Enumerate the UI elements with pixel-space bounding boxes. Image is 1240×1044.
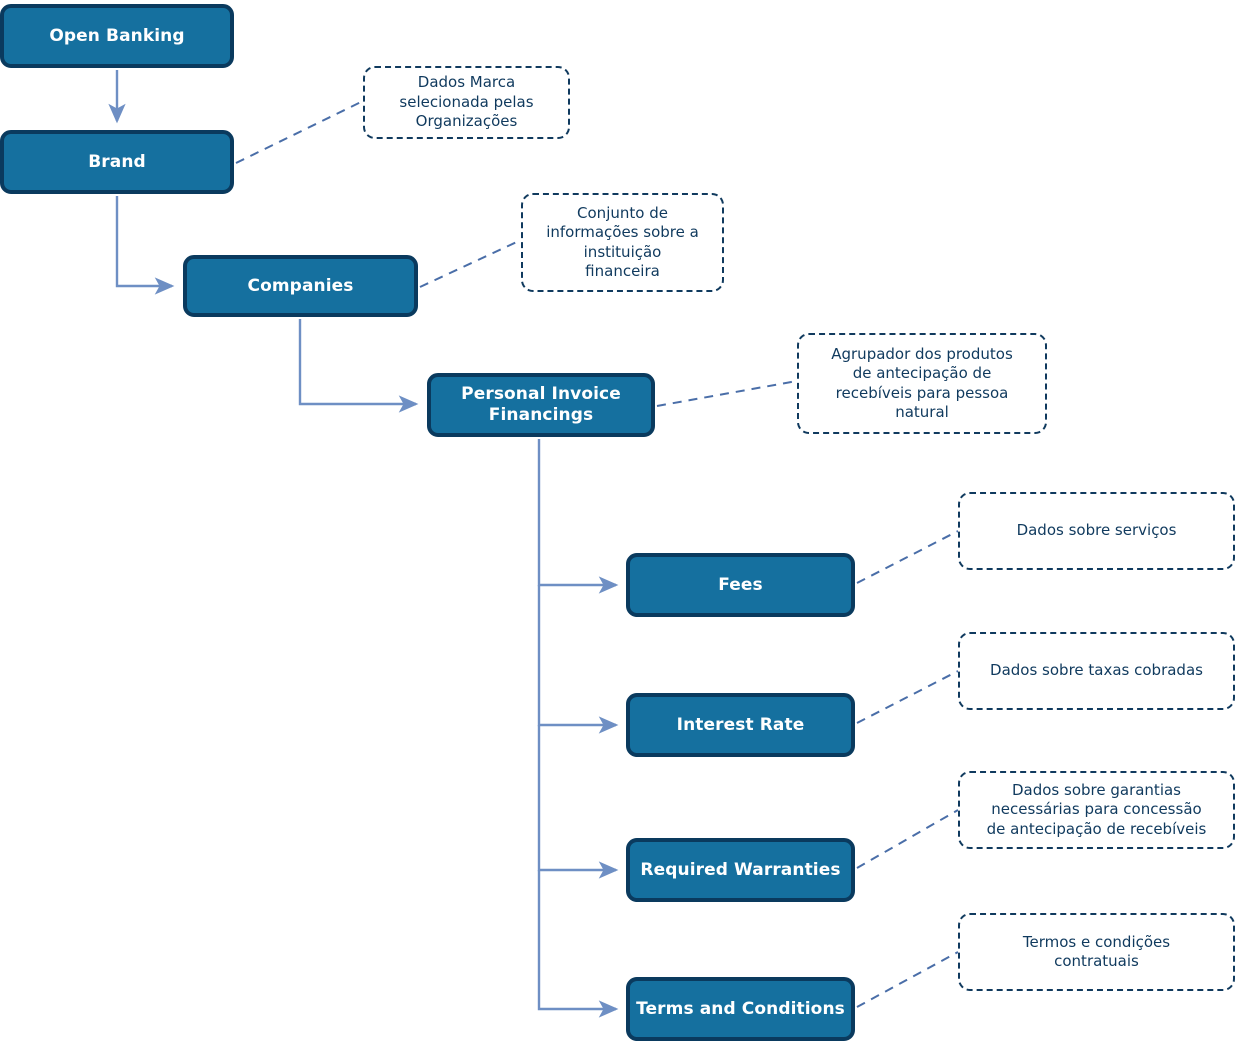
node-required-warranties[interactable]: Required Warranties [626,838,855,902]
edge-interest-rate-callout [856,670,959,724]
node-brand[interactable]: Brand [0,130,234,194]
edge-companies-callout [419,239,522,288]
callout-required-warranties: Dados sobre garantias necessárias para c… [958,771,1235,849]
callout-interest-rate-label: Dados sobre taxas cobradas [990,661,1203,680]
node-personal-invoice-financings[interactable]: Personal Invoice Financings [427,373,655,437]
callout-terms-and-conditions: Termos e condições contratuais [958,913,1235,991]
callout-personal-invoice-financings: Agrupador dos produtos de antecipação de… [797,333,1047,434]
callout-personal-invoice-financings-label: Agrupador dos produtos de antecipação de… [831,344,1013,422]
edge-terms-and-conditions-callout [856,951,959,1008]
edge-brand-callout [235,100,364,164]
node-open-banking-label: Open Banking [49,25,185,46]
node-interest-rate[interactable]: Interest Rate [626,693,855,757]
callout-companies-label: Conjunto de informações sobre a institui… [546,203,699,281]
node-interest-rate-label: Interest Rate [676,714,805,735]
callout-fees: Dados sobre serviços [958,492,1235,570]
callout-terms-and-conditions-label: Termos e condições contratuais [1022,932,1171,971]
callout-fees-label: Dados sobre serviços [1016,521,1177,540]
edge-pif-terms-and-conditions [537,870,619,1018]
edge-pif-callout [656,380,798,407]
node-brand-label: Brand [88,151,146,172]
edge-fees-callout [856,530,959,584]
edge-pif-required-warranties [537,725,619,879]
node-open-banking[interactable]: Open Banking [0,4,234,68]
node-fees-label: Fees [718,574,763,595]
node-companies[interactable]: Companies [183,255,418,317]
node-terms-and-conditions-label: Terms and Conditions [636,998,845,1019]
node-personal-invoice-financings-label: Personal Invoice Financings [461,384,621,425]
callout-required-warranties-label: Dados sobre garantias necessárias para c… [986,780,1207,838]
node-required-warranties-label: Required Warranties [640,859,841,880]
edge-pif-fees [537,439,619,594]
callout-interest-rate: Dados sobre taxas cobradas [958,632,1235,710]
callout-brand: Dados Marca selecionada pelas Organizaçõ… [363,66,570,139]
edge-pif-interest-rate [537,585,619,734]
node-terms-and-conditions[interactable]: Terms and Conditions [626,977,855,1041]
callout-brand-label: Dados Marca selecionada pelas Organizaçõ… [399,73,534,131]
callout-companies: Conjunto de informações sobre a institui… [521,193,724,292]
edge-brand-companies [115,196,175,295]
edge-required-warranties-callout [856,809,959,869]
node-companies-label: Companies [247,275,354,296]
edge-companies-personal-invoice-financings [298,319,419,413]
node-fees[interactable]: Fees [626,553,855,617]
